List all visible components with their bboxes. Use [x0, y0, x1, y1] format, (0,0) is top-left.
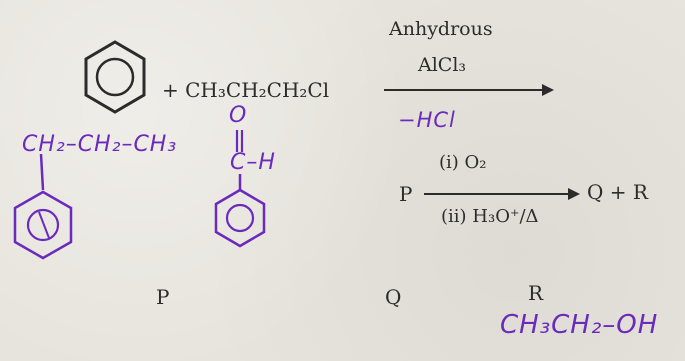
- condition-alcl3: AlCl₃: [418, 54, 467, 76]
- ethanol-formula: CH₃CH₂–OH: [500, 310, 659, 340]
- label-r: R: [528, 281, 544, 305]
- reaction-arrow-2-icon: [424, 188, 580, 200]
- condition-minus-hcl: −HCl: [398, 108, 456, 132]
- reaction-arrow-1-icon: [384, 84, 554, 96]
- label-p: P: [156, 285, 170, 309]
- reagent-chain: + CH₃CH₂CH₂Cl: [162, 78, 329, 102]
- carbonyl-oxygen: O: [229, 103, 248, 128]
- propyl-chain: CH₂–CH₂–CH₃: [22, 132, 178, 157]
- plus-sign: +: [162, 78, 179, 102]
- handwritten-benzene-q-icon: [214, 174, 266, 248]
- reagent-formula: CH₃CH₂CH₂Cl: [185, 78, 330, 102]
- step-one: (i) O₂: [439, 152, 487, 173]
- step-two: (ii) H₃O⁺/Δ: [441, 206, 539, 227]
- benzene-ring-icon: [84, 40, 146, 114]
- aldehyde-group: C–H: [230, 150, 276, 175]
- label-q: Q: [385, 285, 402, 309]
- handwritten-benzene-p-icon: [13, 153, 73, 260]
- condition-anhydrous: Anhydrous: [389, 18, 493, 40]
- products-q-r: Q + R: [587, 180, 648, 204]
- double-bond-icon: [235, 130, 244, 152]
- reactant-p: P: [399, 182, 413, 206]
